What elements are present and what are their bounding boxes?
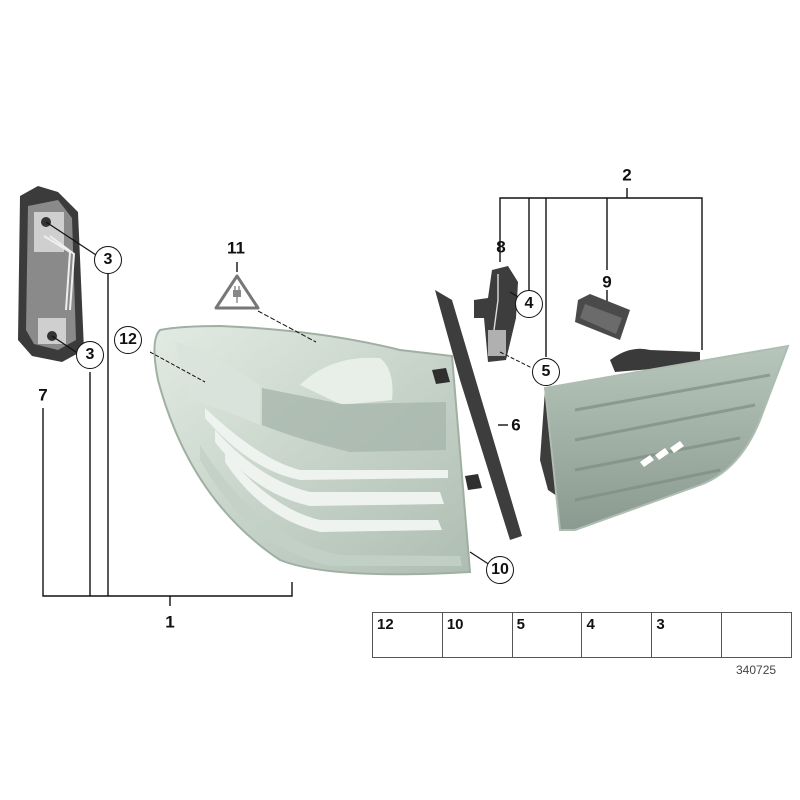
callout-2: 2 [622, 165, 632, 185]
callout-3-lower: 3 [76, 341, 104, 369]
legend-label: 3 [656, 616, 665, 633]
legend-item-4: 4 [582, 613, 653, 657]
legend-label: 12 [377, 616, 394, 633]
legend-item-3: 3 [652, 613, 723, 657]
callout-12: 12 [114, 326, 142, 354]
seal-strip-6 [432, 290, 522, 540]
legend-label: 4 [586, 616, 595, 633]
legend-label: 5 [516, 616, 525, 633]
callout-4: 4 [515, 290, 543, 318]
callout-7: 7 [38, 385, 48, 405]
diagram-code: 340725 [736, 663, 777, 677]
bulb-holder-inner-8 [474, 266, 518, 362]
callout-9: 9 [602, 272, 612, 292]
bulb-holder-outer-7 [18, 186, 84, 362]
callout-11: 11 [227, 238, 245, 258]
callout-2-bracket [499, 188, 703, 357]
legend-label: 10 [446, 616, 464, 633]
callout-5: 5 [532, 358, 560, 386]
connector-plug-9 [575, 294, 630, 340]
callout-8: 8 [496, 237, 506, 257]
legend-item-direction [722, 613, 791, 657]
callout-3-upper: 3 [94, 246, 122, 274]
inner-tail-light-2 [540, 344, 790, 531]
callout-6: 6 [511, 415, 521, 435]
callout-1: 1 [165, 612, 175, 632]
legend-item-10: 10 [443, 613, 513, 657]
callout-1-bracket [42, 274, 293, 606]
outer-tail-light-1 [153, 324, 472, 576]
legend-item-12: 12 [373, 613, 443, 657]
callout-10: 10 [486, 556, 514, 584]
small-parts-legend: 12 10 5 4 3 [372, 612, 792, 658]
legend-item-5: 5 [513, 613, 583, 657]
warning-triangle-11 [214, 262, 260, 310]
